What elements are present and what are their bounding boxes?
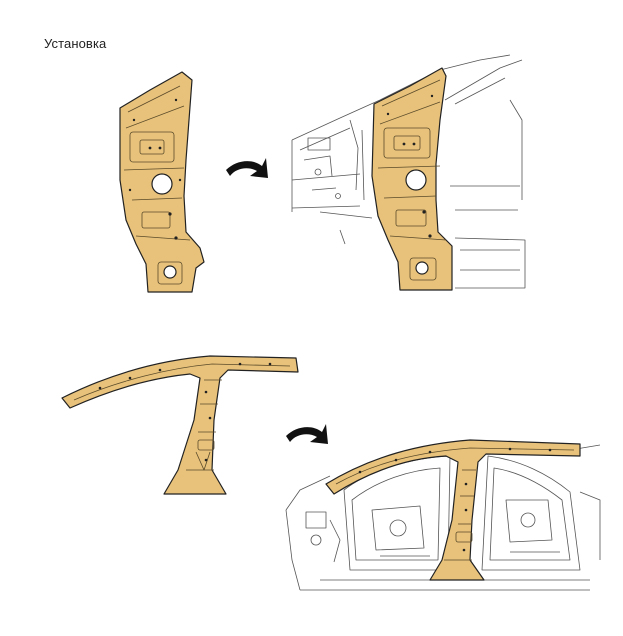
a-pillar-panel-installed	[371, 67, 453, 291]
page-title: Установка	[44, 36, 107, 51]
arrow-right-icon	[226, 158, 268, 178]
roof-rail-b-pillar-panel-installed	[325, 439, 581, 581]
roof-rail-b-pillar-panel-part	[61, 355, 299, 495]
body-side-front-view	[291, 54, 526, 289]
a-pillar-panel-part	[119, 71, 205, 293]
arrow-right-icon	[286, 424, 328, 444]
